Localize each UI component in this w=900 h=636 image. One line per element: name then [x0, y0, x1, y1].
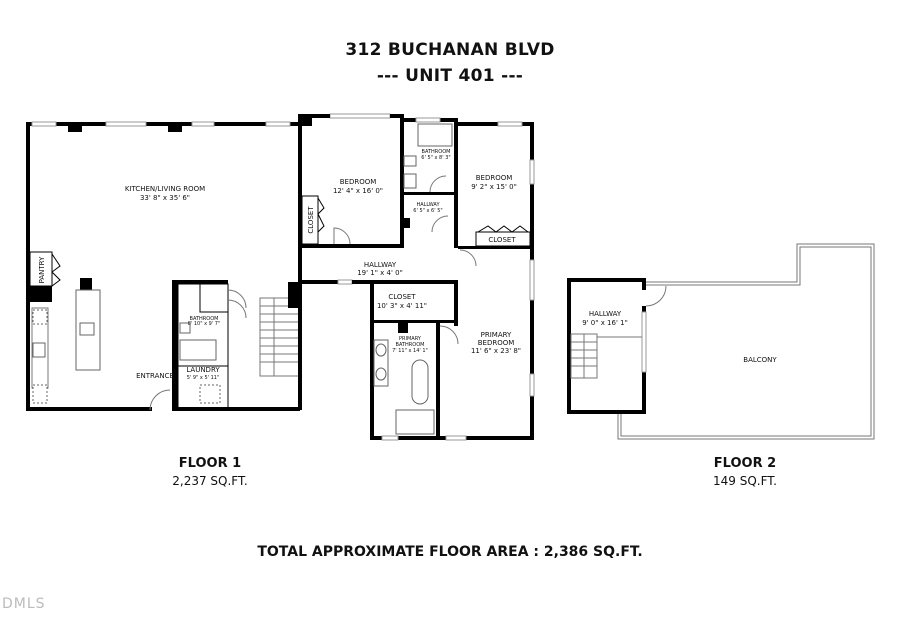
room-primary-bathroom: PRIMARY: [399, 336, 422, 342]
room-primary-bathroom-line2: BATHROOM: [396, 342, 425, 348]
floor-1-title: FLOOR 1: [178, 456, 242, 471]
room-closet-bed1: CLOSET: [307, 206, 315, 234]
room-hallway-floor2-dims: 9' 0" x 16' 1": [582, 319, 628, 327]
room-bathroom-2-dims: 8' 10" x 9' 7": [188, 321, 221, 327]
room-bedroom-2: BEDROOM: [476, 174, 513, 182]
room-hallway-small: HALLWAY: [416, 202, 440, 208]
room-closet-primary-dims: 10' 3" x 4' 11": [377, 302, 427, 310]
room-primary-bathroom-dims: 7' 11" x 14' 1": [392, 348, 428, 354]
room-laundry: LAUNDRY: [186, 366, 220, 374]
mls-watermark: DMLS: [2, 596, 46, 612]
room-bedroom-1: BEDROOM: [340, 178, 377, 186]
floor-1-plan: [26, 113, 535, 441]
room-primary-bedroom: PRIMARY: [481, 331, 512, 339]
room-bathroom-2: BATHROOM: [190, 316, 219, 322]
unit-number: --- UNIT 401 ---: [376, 66, 524, 86]
room-bathroom-1-dims: 6' 5" x 8' 3": [421, 155, 450, 161]
room-hallway-floor2: HALLWAY: [589, 310, 622, 318]
room-hallway-main-dims: 19' 1" x 4' 0": [357, 269, 403, 277]
room-laundry-dims: 5' 9" x 5' 11": [187, 375, 220, 381]
room-hallway-main: HALLWAY: [364, 261, 397, 269]
floor-2-plan: [567, 243, 875, 440]
room-kitchen-living: KITCHEN/LIVING ROOM: [125, 185, 205, 193]
floor-2-title: FLOOR 2: [713, 456, 777, 471]
room-entrance: ENTRANCE: [136, 372, 174, 380]
room-closet-bed2: CLOSET: [488, 236, 516, 244]
room-bathroom-1: BATHROOM: [422, 149, 451, 155]
floor-2-area: 149 SQ.FT.: [712, 474, 777, 488]
floor-1-area: 2,237 SQ.FT.: [172, 474, 248, 488]
room-bedroom-2-dims: 9' 2" x 15' 0": [471, 183, 517, 191]
room-hallway-small-dims: 6' 5" x 6' 5": [413, 208, 442, 214]
room-pantry: PANTRY: [38, 256, 46, 283]
room-primary-bedroom-dims: 11' 6" x 23' 8": [471, 347, 521, 355]
room-balcony: BALCONY: [743, 356, 777, 364]
room-primary-bedroom-line2: BEDROOM: [478, 339, 515, 347]
room-bedroom-1-dims: 12' 4" x 16' 0": [333, 187, 383, 195]
property-address: 312 BUCHANAN BLVD: [345, 40, 555, 60]
room-closet-primary: CLOSET: [388, 293, 416, 301]
total-floor-area: TOTAL APPROXIMATE FLOOR AREA : 2,386 SQ.…: [257, 544, 643, 560]
room-kitchen-living-dims: 33' 8" x 35' 6": [140, 194, 190, 202]
